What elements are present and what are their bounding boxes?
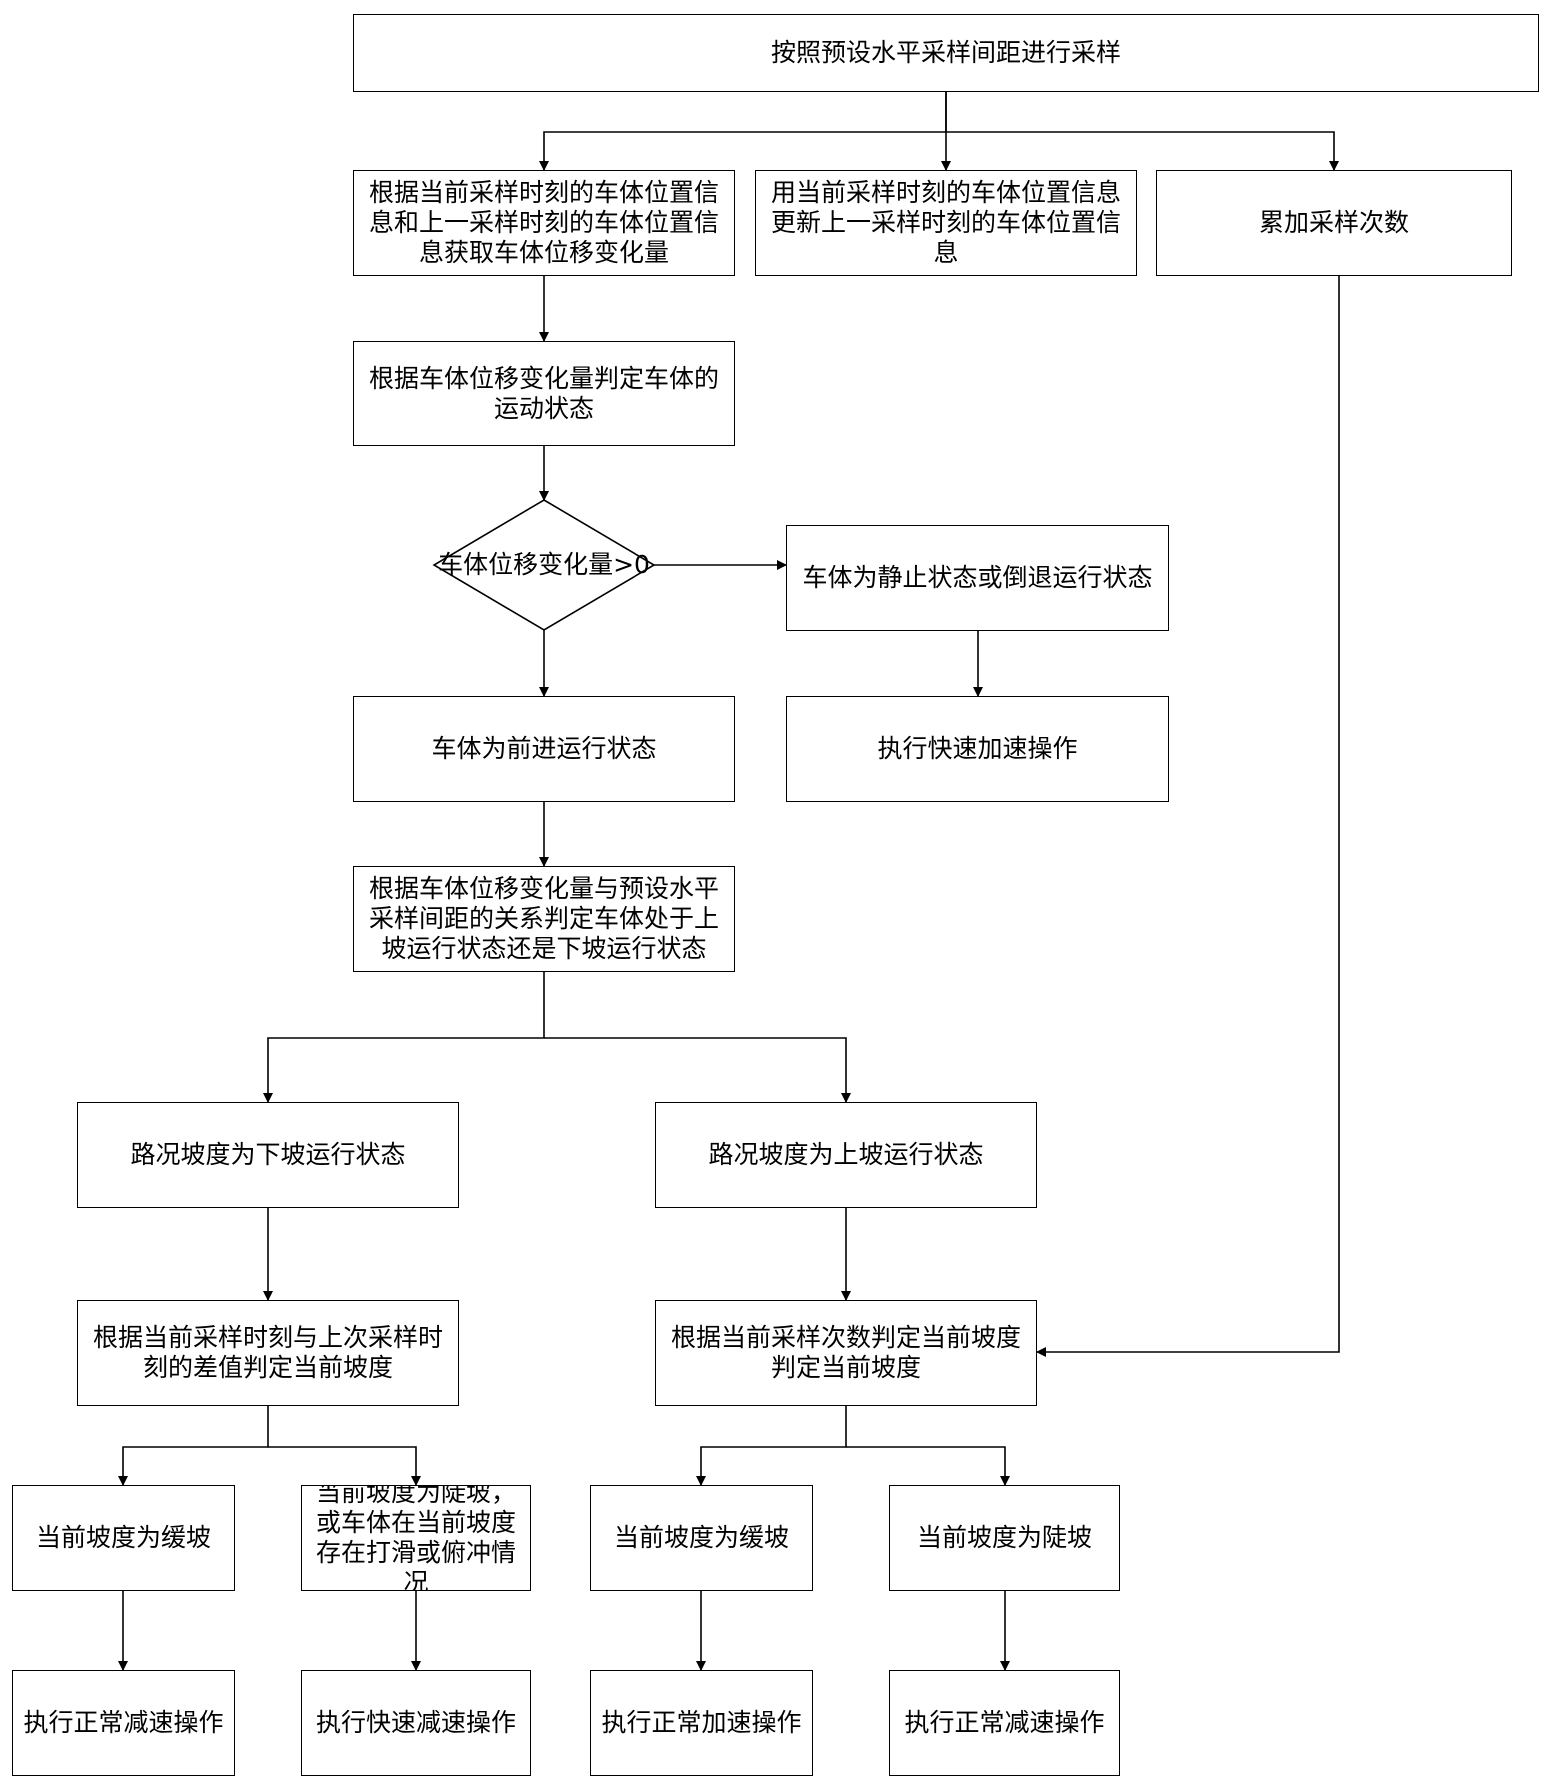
judge-by-count-step: 根据当前采样次数判定当前坡度判定当前坡度 xyxy=(655,1300,1037,1406)
arrow-timejudge-to-steep xyxy=(268,1447,416,1485)
accumulate-count-step: 累加采样次数 xyxy=(1156,170,1512,276)
arrow-start-to-displacement xyxy=(544,92,946,170)
down-steep-grade: 当前坡度为陡坡，或车体在当前坡度存在打滑或俯冲情况 xyxy=(301,1485,531,1591)
arrow-countjudge-to-gentle xyxy=(701,1406,846,1485)
update-position-step: 用当前采样时刻的车体位置信息更新上一采样时刻的车体位置信息 xyxy=(755,170,1137,276)
arrow-start-to-count xyxy=(946,132,1334,170)
decision-label: 车体位移变化量>0 xyxy=(434,550,654,580)
forward-state: 车体为前进运行状态 xyxy=(353,696,735,802)
uphill-state: 路况坡度为上坡运行状态 xyxy=(655,1102,1037,1208)
up-gentle-grade: 当前坡度为缓坡 xyxy=(590,1485,813,1591)
arrow-count-to-countjudge xyxy=(1037,276,1339,1352)
up-steep-grade: 当前坡度为陡坡 xyxy=(889,1485,1120,1591)
down-gentle-grade: 当前坡度为缓坡 xyxy=(12,1485,235,1591)
up-gentle-action: 执行正常加速操作 xyxy=(590,1670,813,1776)
down-gentle-action: 执行正常减速操作 xyxy=(12,1670,235,1776)
static-or-reverse-state: 车体为静止状态或倒退运行状态 xyxy=(786,525,1169,631)
judge-motion-step: 根据车体位移变化量判定车体的运动状态 xyxy=(353,341,735,446)
fast-accelerate-action: 执行快速加速操作 xyxy=(786,696,1169,802)
get-displacement-step: 根据当前采样时刻的车体位置信息和上一采样时刻的车体位置信息获取车体位移变化量 xyxy=(353,170,735,276)
judge-by-time-diff-step: 根据当前采样时刻与上次采样时刻的差值判定当前坡度 xyxy=(77,1300,459,1406)
judge-slope-direction-step: 根据车体位移变化量与预设水平采样间距的关系判定车体处于上坡运行状态还是下坡运行状… xyxy=(353,866,735,972)
downhill-state: 路况坡度为下坡运行状态 xyxy=(77,1102,459,1208)
down-steep-action: 执行快速减速操作 xyxy=(301,1670,531,1776)
arrow-timejudge-to-gentle xyxy=(123,1406,268,1485)
start-step: 按照预设水平采样间距进行采样 xyxy=(353,14,1539,92)
arrow-slope-to-downhill xyxy=(268,972,544,1102)
up-steep-action: 执行正常减速操作 xyxy=(889,1670,1120,1776)
arrow-countjudge-to-steep xyxy=(846,1447,1005,1485)
arrow-slope-to-uphill xyxy=(544,1038,846,1102)
